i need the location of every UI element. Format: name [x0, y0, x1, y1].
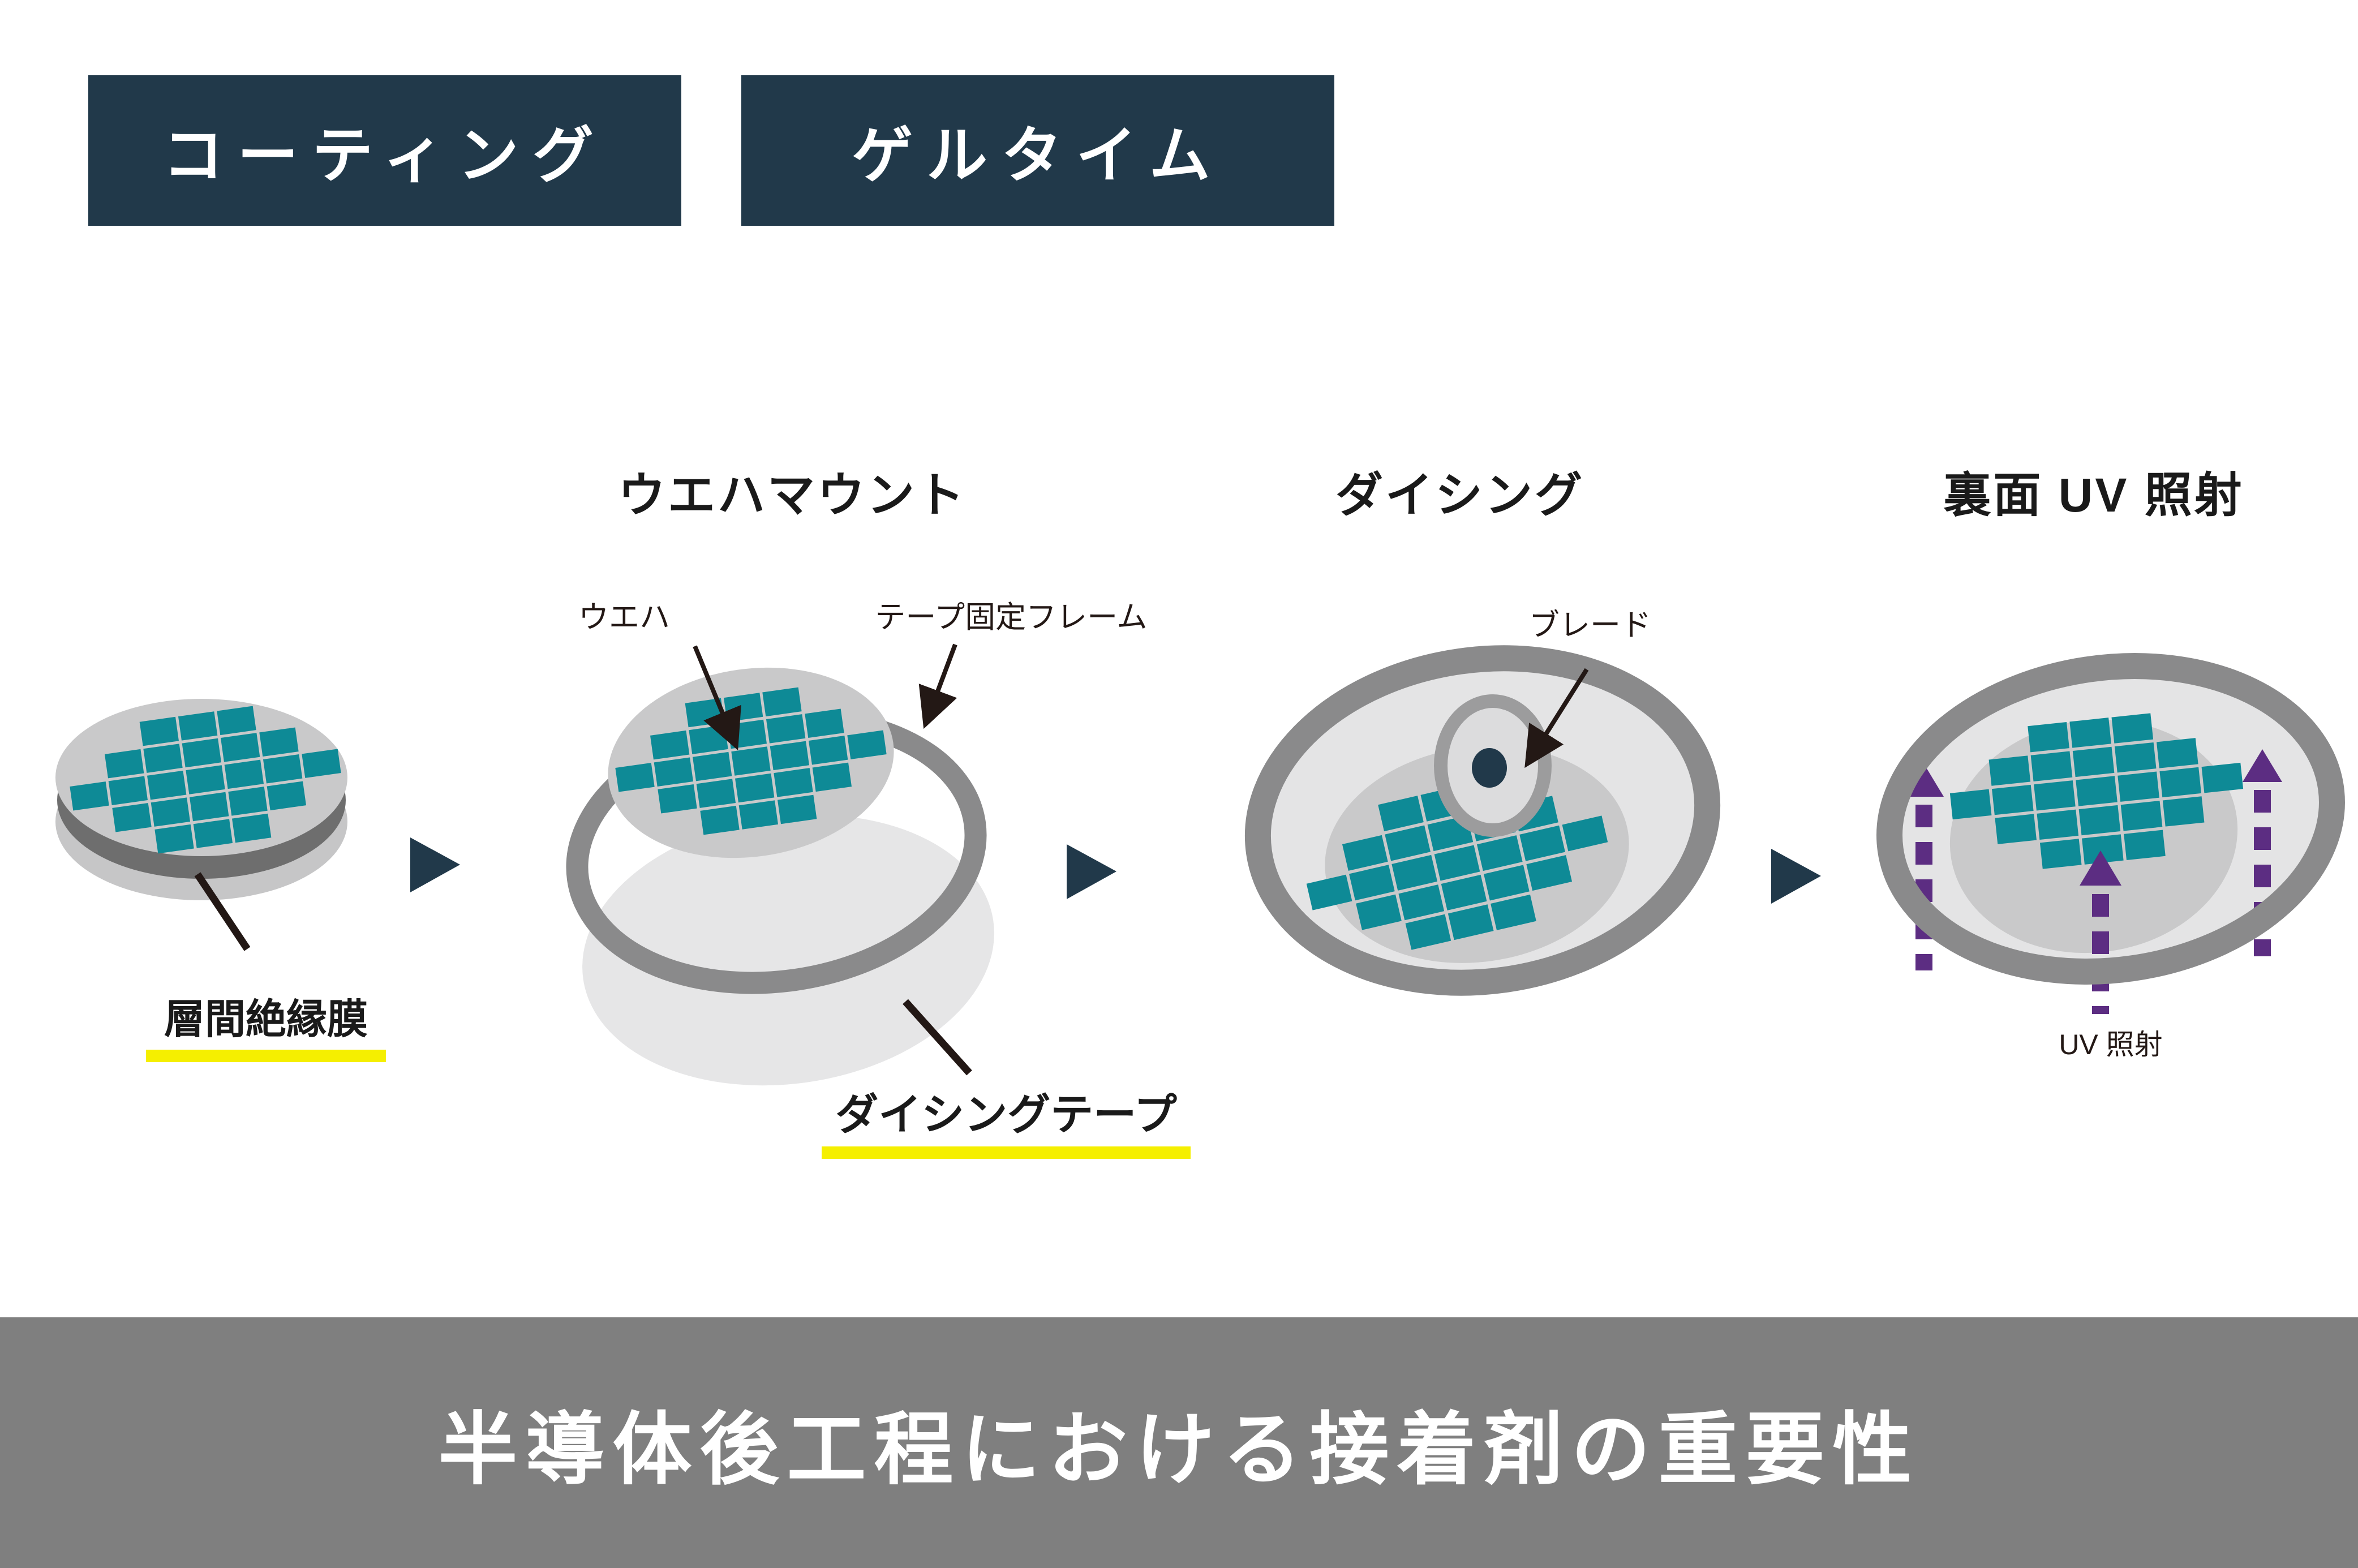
callout-tape-frame: テープ固定フレーム	[875, 600, 1148, 634]
uv-arrowhead-right	[2243, 749, 2282, 782]
frame-callout-arrow	[918, 643, 957, 729]
tag-geltime-label: ゲルタイム	[852, 121, 1224, 190]
tag-coating-label: コーティング	[162, 121, 607, 190]
tag-coating: コーティング	[88, 75, 681, 226]
callout-dicing-tape: ダイシングテープ	[822, 1080, 1191, 1159]
callout-arrows	[194, 643, 1589, 1076]
footer-title: 半導体後工程における接着剤の重要性	[438, 1404, 1920, 1494]
flow-arrow-icon-2	[1067, 844, 1116, 899]
callout-uv-irradiation: UV 照射	[2059, 1029, 2163, 1060]
callout-blade: ブレード	[1529, 608, 1651, 642]
film-callout-line	[194, 872, 251, 951]
footer-band: 半導体後工程における接着剤の重要性	[0, 1317, 2358, 1568]
uv-arrowhead-center	[2080, 850, 2121, 886]
blade-callout-arrow	[1524, 668, 1589, 768]
flow-arrow-icon-3	[1771, 849, 1821, 904]
stage-title-wafer-mount: ウエハマウント	[617, 469, 967, 522]
dicing-tape-ellipse	[582, 814, 994, 1086]
stage-title-backside-uv: 裏面 UV 照射	[1943, 469, 2244, 522]
process-flow-arrows	[410, 837, 1821, 904]
tag-geltime: ゲルタイム	[741, 75, 1334, 226]
stage-title-dicing: ダイシング	[1335, 469, 1584, 522]
wafer-callout-arrow	[693, 645, 741, 750]
callout-interlayer-film: 層間絶縁膜	[146, 986, 386, 1062]
uv-frame-ring	[1876, 653, 2345, 985]
blade-hub	[1472, 748, 1507, 788]
blade-figure	[1434, 694, 1552, 837]
callout-wafer: ウエハ	[578, 600, 670, 634]
tape-callout-line	[903, 999, 972, 1076]
flow-arrow-icon-1	[410, 837, 460, 892]
